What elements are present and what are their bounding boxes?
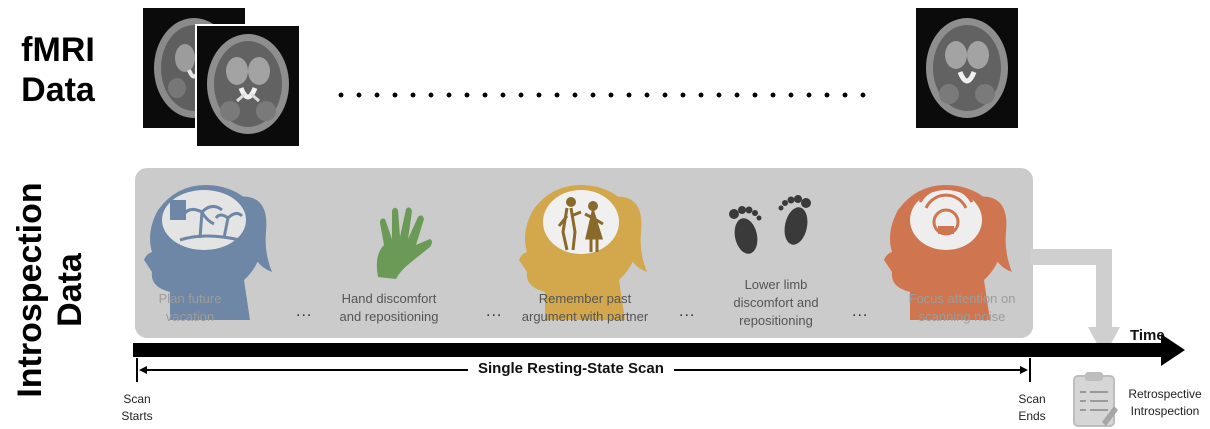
ellipsis-text: ...: [486, 303, 503, 320]
caption-line: Lower limb: [744, 277, 808, 292]
ellipsis-text: ...: [679, 303, 696, 320]
caption-line: discomfort and: [733, 295, 819, 310]
caption-line: argument with partner: [521, 309, 649, 324]
label-line: Introspection: [1130, 404, 1200, 418]
thought-caption-vacation: Plan future vacation: [100, 290, 280, 326]
thought-caption-hand: Hand discomfort and repositioning: [299, 290, 479, 326]
label-line: Scan: [123, 392, 151, 406]
caption-line: Remember past: [538, 291, 632, 306]
scan-ends-label: Scan Ends: [1010, 391, 1054, 425]
label-line: Ends: [1018, 409, 1046, 423]
time-label: Time: [1130, 327, 1165, 344]
caption-line: scanning noise: [918, 309, 1006, 324]
introspection-label-line2: Data: [51, 253, 89, 327]
ellipsis-dots-separator: [332, 92, 872, 98]
retrospective-arrow: [1030, 249, 1120, 357]
introspection-label-line1: Introspection: [11, 182, 49, 398]
fmri-volume-2-image: [195, 24, 299, 146]
caption-line: Focus attention on: [908, 291, 1016, 306]
caption-line: repositioning: [739, 313, 813, 328]
head-noise-icon: [884, 185, 1012, 320]
head-vacation-icon: [144, 185, 272, 320]
label-line: Retrospective: [1128, 387, 1202, 401]
retrospective-introspection-label: Retrospective Introspection: [1120, 386, 1210, 420]
caption-line: and repositioning: [339, 309, 439, 324]
caption-line: Hand discomfort: [341, 291, 437, 306]
label-line: Starts: [121, 409, 153, 423]
footprints-icon: [729, 195, 811, 254]
caption-line: vacation: [165, 309, 215, 324]
hand-icon: [376, 207, 432, 279]
single-resting-state-scan-label: Single Resting-State Scan: [468, 360, 674, 377]
label-line: Scan: [1018, 392, 1046, 406]
fmri-data-label: fMRI Data: [18, 30, 98, 110]
ellipsis-text: ...: [296, 303, 313, 320]
ellipsis-text: ...: [852, 303, 869, 320]
time-arrow: [133, 334, 1185, 366]
caption-line: Plan future: [158, 291, 222, 306]
fmri-volume-last-image: [916, 8, 1018, 128]
scan-starts-label: Scan Starts: [112, 391, 162, 425]
clipboard-icon: [1073, 372, 1118, 427]
fmri-label-line2: Data: [21, 71, 95, 109]
thought-caption-scanning-noise: Focus attention on scanning noise: [872, 290, 1052, 326]
fmri-label-line1: fMRI: [21, 31, 95, 69]
introspection-data-label: Introspection Data: [10, 180, 90, 400]
thought-caption-argument: Remember past argument with partner: [495, 290, 675, 326]
head-argument-icon: [519, 185, 647, 320]
thought-caption-lower-limb: Lower limb discomfort and repositioning: [686, 276, 866, 330]
